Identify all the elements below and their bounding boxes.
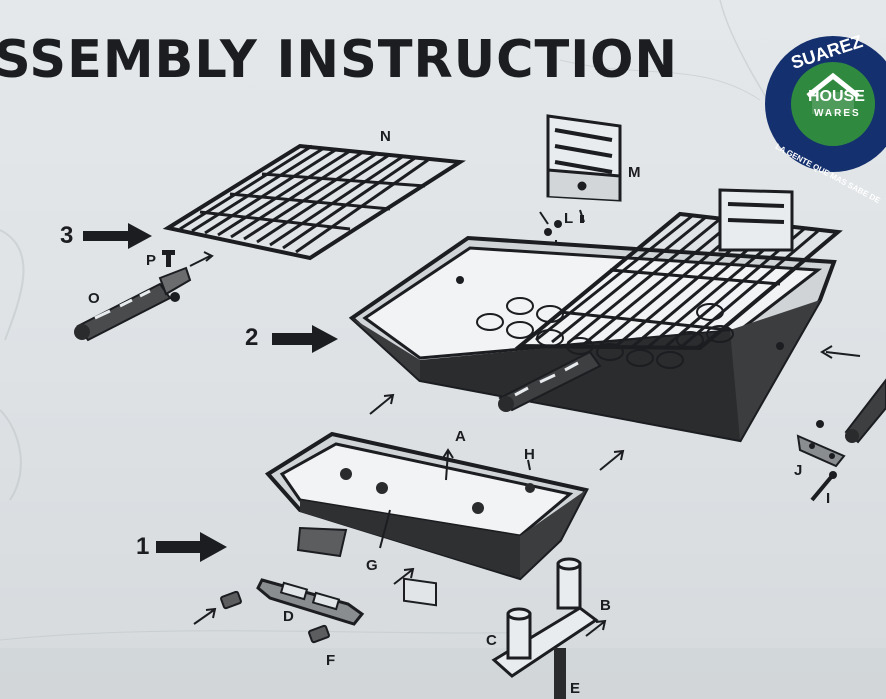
mounted-bracket bbox=[718, 188, 794, 252]
part-n-grill bbox=[162, 143, 466, 261]
part-label-i: I bbox=[826, 490, 831, 507]
part-label-e: E bbox=[570, 680, 581, 697]
part-label-n: N bbox=[380, 128, 391, 145]
arrow-p bbox=[189, 255, 211, 267]
arrow-right bbox=[825, 351, 861, 357]
part-label-f: F bbox=[326, 652, 336, 669]
base-tray bbox=[264, 431, 589, 607]
part-label-a: A bbox=[455, 428, 466, 445]
part-label-d: D bbox=[283, 608, 294, 625]
part-label-m: M bbox=[628, 164, 641, 181]
part-label-l: L bbox=[564, 210, 574, 227]
pointer-arrows bbox=[193, 209, 625, 637]
part-label-h: H bbox=[524, 446, 535, 463]
step-arrows bbox=[83, 223, 338, 562]
page-title: SSEMBLY INSTRUCTION bbox=[0, 30, 679, 90]
box-bottom-edge bbox=[0, 648, 886, 699]
step-2-number: 2 bbox=[245, 324, 259, 351]
mounted-handle bbox=[498, 350, 602, 412]
logo-house-text: HOUSE bbox=[808, 88, 865, 105]
step-1-number: 1 bbox=[136, 533, 150, 560]
part-o-handle bbox=[74, 266, 192, 342]
part-b-c-stand bbox=[491, 557, 599, 699]
right-handle bbox=[844, 378, 886, 444]
step-1-arrow bbox=[156, 532, 227, 562]
part-label-g: G bbox=[366, 557, 378, 574]
part-bolts bbox=[220, 590, 330, 644]
part-label-p: P bbox=[146, 252, 157, 269]
step-3-number: 3 bbox=[60, 222, 74, 249]
part-j-bracket bbox=[796, 420, 846, 468]
firebox-tray bbox=[348, 235, 837, 443]
logo-wares-text: WARES bbox=[814, 108, 861, 119]
step-2-arrow bbox=[272, 325, 338, 353]
part-i-bolt bbox=[810, 471, 837, 502]
part-m-bracket bbox=[546, 114, 622, 202]
suarez-logo bbox=[765, 36, 886, 172]
step-3-arrow bbox=[83, 223, 152, 249]
part-d-bracket bbox=[256, 578, 365, 626]
part-label-b: B bbox=[600, 597, 611, 614]
part-p-screw bbox=[162, 250, 180, 302]
part-label-j: J bbox=[794, 462, 803, 479]
part-label-o: O bbox=[88, 290, 100, 307]
part-label-c: C bbox=[486, 632, 497, 649]
